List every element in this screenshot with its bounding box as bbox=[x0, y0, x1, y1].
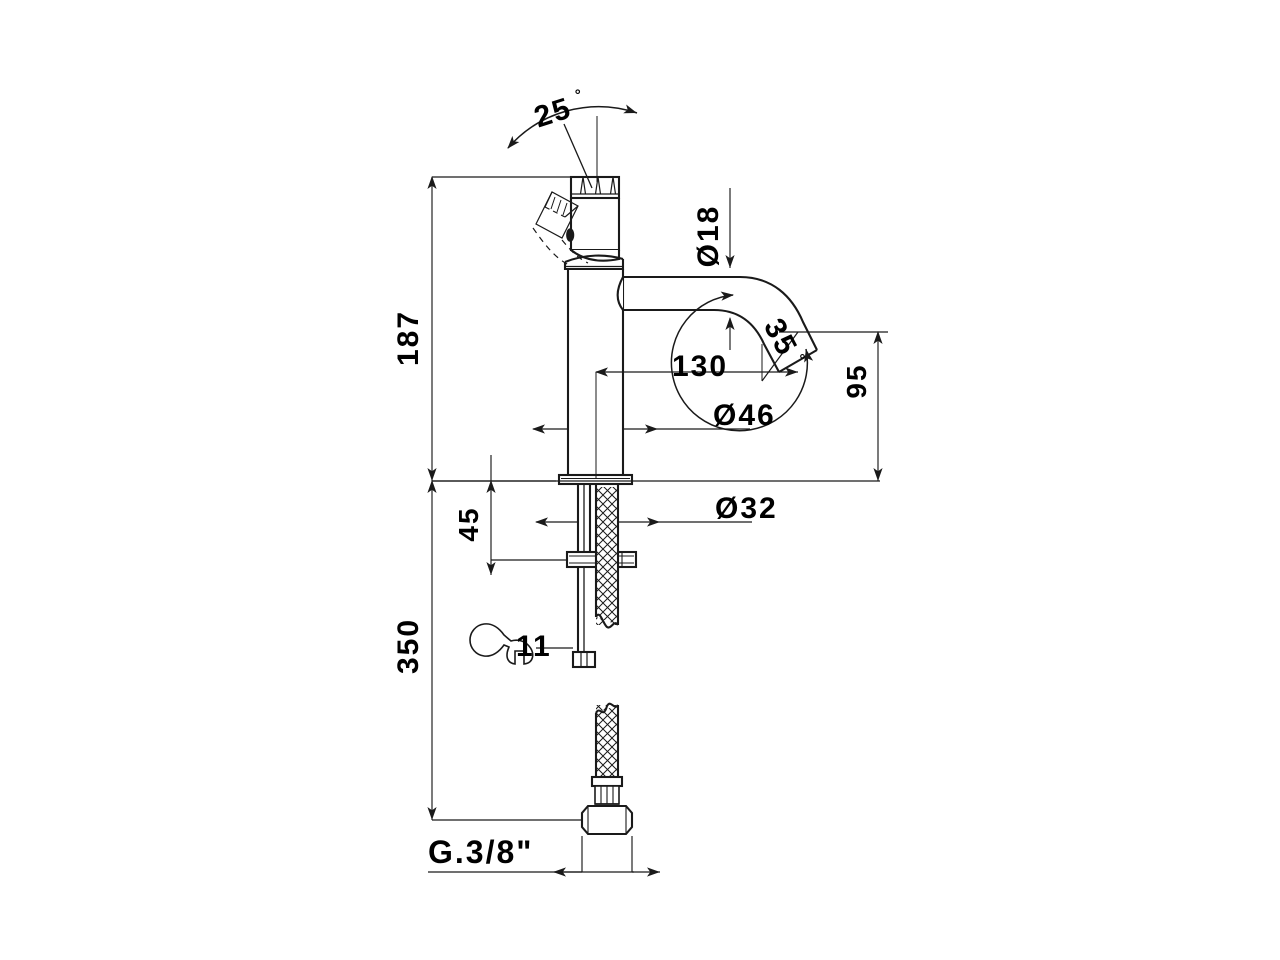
svg-text:35: 35 bbox=[757, 313, 804, 361]
dimension-350 bbox=[427, 480, 582, 821]
degree-sign-25: ° bbox=[573, 86, 586, 105]
braided-hose-upper bbox=[594, 484, 620, 629]
shank-end-fitting bbox=[571, 650, 597, 669]
dim-label-350: 350 bbox=[392, 618, 425, 674]
dimension-187 bbox=[427, 176, 571, 482]
thread-callout bbox=[428, 836, 660, 877]
svg-text:25: 25 bbox=[530, 91, 576, 134]
handle-body bbox=[566, 198, 621, 262]
braided-hose-lower bbox=[594, 702, 620, 777]
dim-label-dia18: Ø18 bbox=[692, 205, 725, 268]
open-end-wrench-icon bbox=[469, 623, 534, 665]
dim-label-130: 130 bbox=[672, 350, 728, 383]
dimension-130 bbox=[595, 367, 798, 478]
dim-label-dia46: Ø46 bbox=[713, 399, 776, 432]
dimension-45 bbox=[486, 455, 567, 575]
handle-cap bbox=[569, 175, 621, 200]
dim-label-45: 45 bbox=[453, 506, 484, 541]
dim-label-dia32: Ø32 bbox=[715, 492, 778, 525]
dim-label-wrench-11: 11 bbox=[516, 630, 552, 663]
wrench-callout bbox=[469, 623, 573, 665]
hose-ferrule bbox=[590, 775, 624, 805]
dimension-layer bbox=[427, 104, 888, 877]
union-nut bbox=[580, 804, 634, 836]
dim-label-thread-g38: G.3/8" bbox=[428, 834, 533, 870]
dim-label-187: 187 bbox=[392, 310, 425, 366]
dimension-95 bbox=[779, 331, 888, 481]
dim-label-angle-25: 25 ° bbox=[530, 86, 586, 135]
dim-label-95: 95 bbox=[841, 363, 872, 398]
dimension-angle-25 bbox=[507, 104, 638, 266]
degree-sign-35: ° bbox=[790, 351, 809, 366]
handle-collar bbox=[563, 254, 625, 271]
dimension-text-layer: 187 350 45 95 130 Ø46 Ø32 Ø18 25 ° 35 ° … bbox=[392, 86, 872, 870]
dimension-angle-35 bbox=[670, 291, 814, 432]
